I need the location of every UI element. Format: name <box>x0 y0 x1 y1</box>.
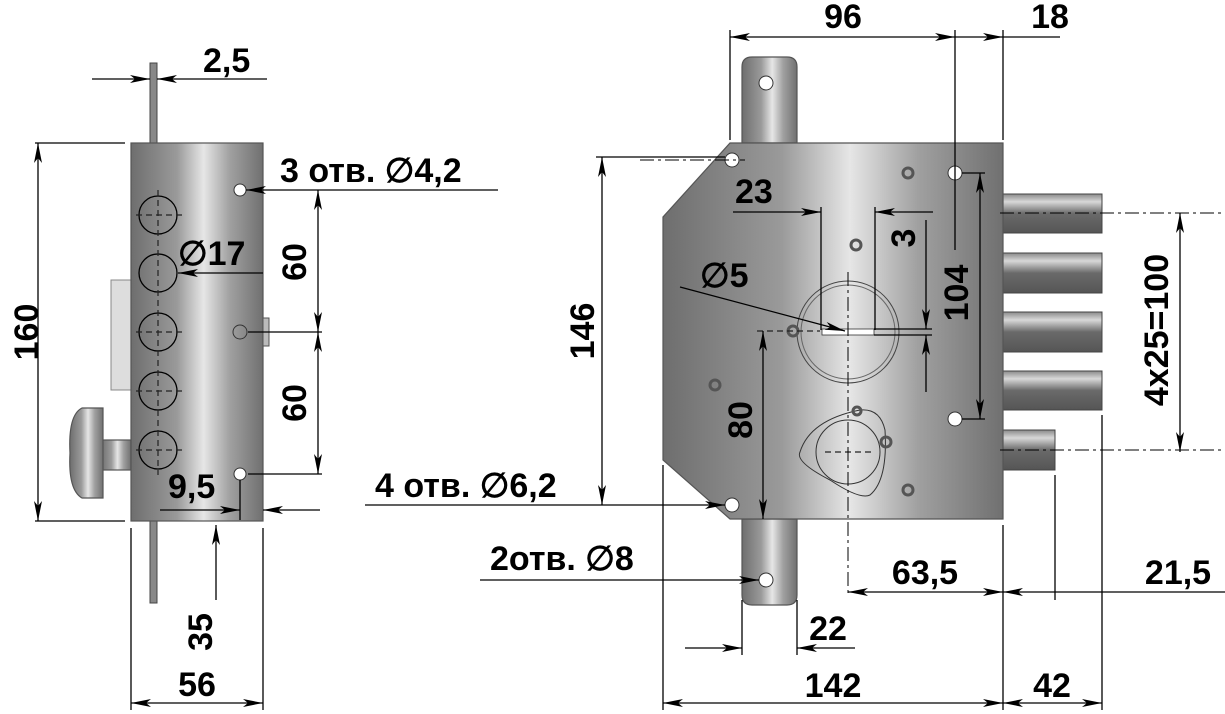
dim-width-top: 96 <box>824 0 862 36</box>
dim-backset: 63,5 <box>892 554 958 592</box>
front-view: 96 18 146 23 3 104 4x25=100 ∅5 80 4 отв.… <box>365 0 1225 710</box>
dim-plate-thickness: 2,5 <box>203 42 250 80</box>
dim-offset-right: 18 <box>1031 0 1069 36</box>
dim-cylinder-hole: ∅17 <box>178 235 245 273</box>
dim-bolt-extension: 21,5 <box>1145 554 1211 592</box>
dim-key-offset: 23 <box>735 173 773 211</box>
dim-bolt-throw: 42 <box>1033 667 1071 705</box>
thumb-turn-shaft <box>100 439 132 471</box>
bolt-holes <box>136 190 184 475</box>
screw-hole <box>233 467 247 481</box>
screw-hole <box>232 324 248 340</box>
dim-pin-diameter: ∅5 <box>700 257 749 295</box>
dim-cylinder-height: 80 <box>722 401 760 439</box>
dim-front-height: 146 <box>564 303 602 360</box>
dim-depth: 56 <box>178 666 216 704</box>
dim-body-width: 142 <box>805 667 862 705</box>
dim-spacing-lower: 60 <box>276 384 314 422</box>
screw-hole <box>233 183 247 197</box>
cylinder-housing <box>110 279 132 391</box>
dim-bottom-offset: 35 <box>182 613 220 651</box>
bolts <box>1002 193 1103 471</box>
thumb-turn-outline <box>798 409 886 497</box>
note-tab-holes: 2отв. ∅8 <box>490 540 634 578</box>
bottom-mounting-tab <box>741 518 798 606</box>
dim-spacing-upper: 60 <box>276 243 314 281</box>
top-mounting-tab <box>741 56 798 144</box>
thumb-turn-knob <box>69 407 104 499</box>
side-view: 160 2,5 3 отв. ∅4,2 ∅17 60 60 9,5 35 56 <box>8 42 498 710</box>
dim-bolt-spacing: 4x25=100 <box>1138 254 1176 406</box>
dim-hole-spacing: 104 <box>938 265 976 322</box>
mount-holes <box>724 75 963 588</box>
note-top-holes: 3 отв. ∅4,2 <box>280 152 462 190</box>
dim-height: 160 <box>8 304 46 361</box>
note-mount-holes: 4 отв. ∅6,2 <box>375 467 557 505</box>
dim-hole-offset: 9,5 <box>168 468 215 506</box>
dim-key-slot: 3 <box>885 229 923 248</box>
dim-tab-offset: 22 <box>809 610 847 648</box>
